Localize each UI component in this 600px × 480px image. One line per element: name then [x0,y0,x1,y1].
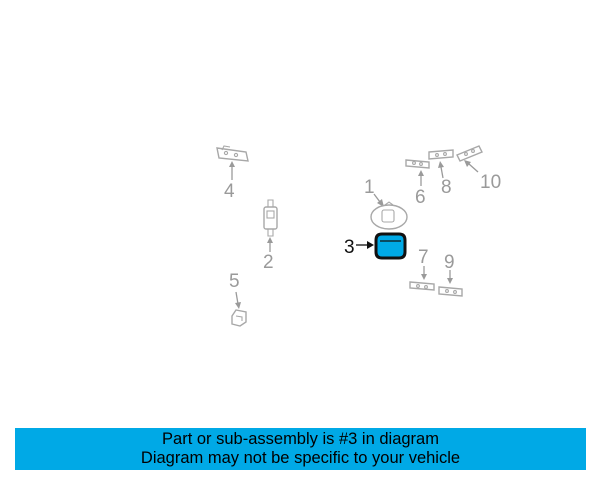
part-8: 8 [428,149,454,198]
callout-5: 5 [229,271,240,292]
callout-6: 6 [415,187,426,208]
part-5: 5 [229,271,247,327]
callout-4: 4 [224,181,235,202]
callout-9: 9 [444,252,455,273]
callout-10: 10 [480,172,501,193]
part-10: 10 [456,145,501,193]
callout-7: 7 [418,247,429,268]
part-3-highlighted: 3 [344,232,407,260]
callout-1: 1 [364,177,375,198]
part-7: 7 [409,247,435,291]
parts-diagram: 4 2 5 1 3 [216,145,501,327]
callout-2: 2 [263,252,274,273]
part-2: 2 [263,199,278,273]
info-banner: Part or sub-assembly is #3 in diagram Di… [15,428,586,470]
part-6: 6 [405,159,430,208]
part-1: 1 [364,177,408,230]
part-4: 4 [216,145,249,202]
callout-8: 8 [441,177,452,198]
banner-line-2: Diagram may not be specific to your vehi… [140,449,461,467]
banner-line-1: Part or sub-assembly is #3 in diagram [162,430,439,448]
part-9: 9 [438,252,463,297]
callout-3: 3 [344,237,355,258]
